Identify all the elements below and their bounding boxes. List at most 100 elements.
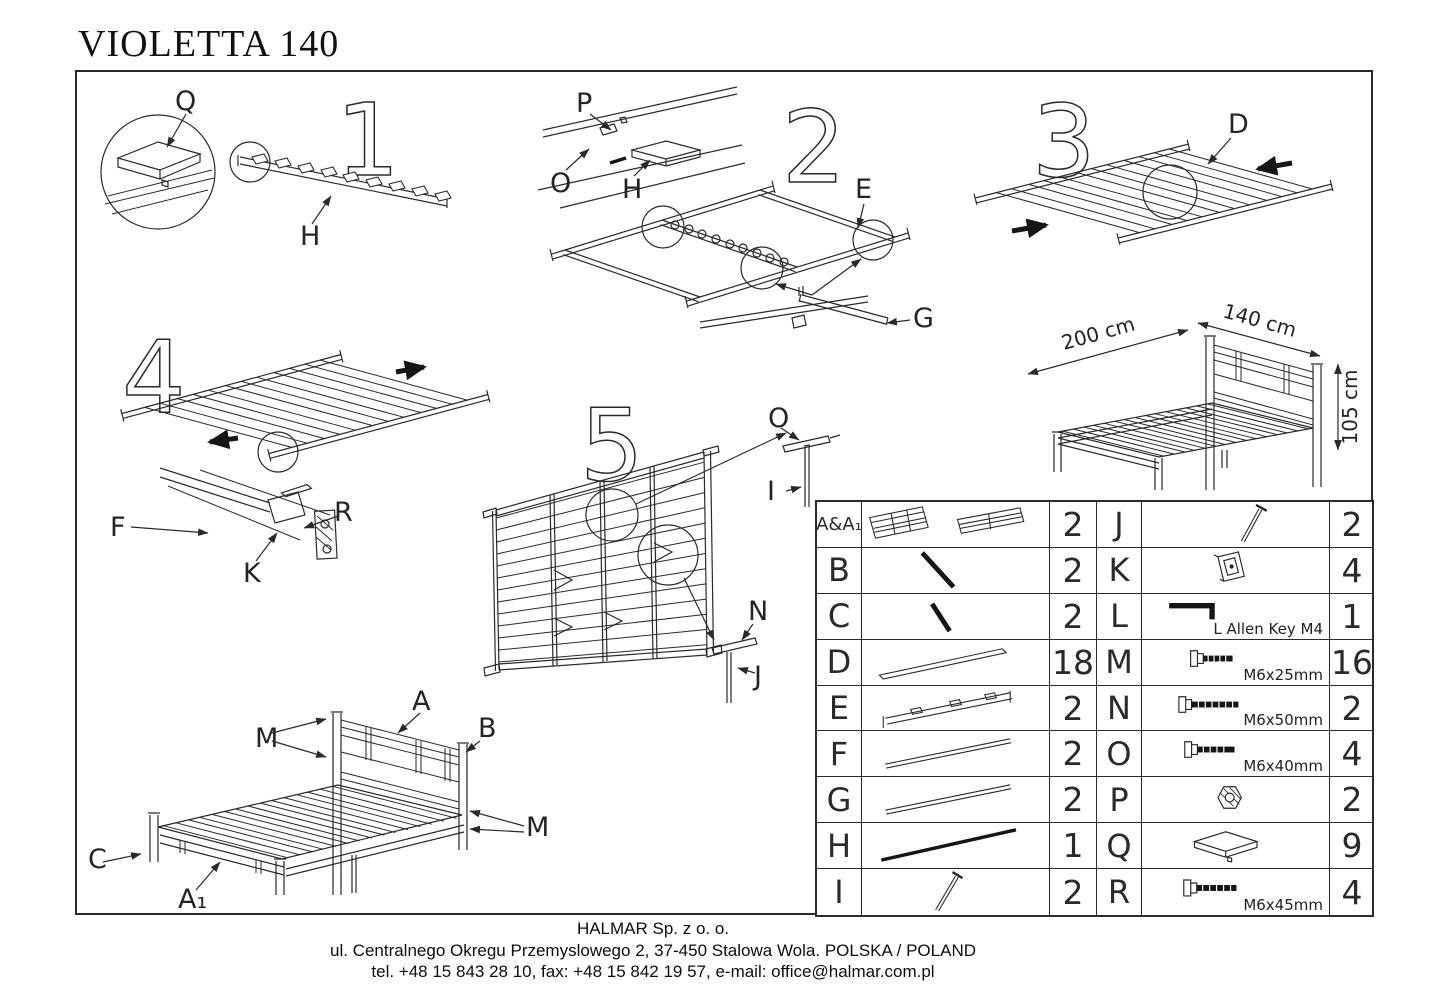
table-cell-image (1142, 823, 1330, 870)
callout-p: P (576, 88, 592, 119)
table-cell-image: M6x45mm (1142, 869, 1330, 916)
part-qty: 2 (1050, 777, 1097, 824)
step-4-diagram: 4 F K R (110, 318, 491, 589)
part-letter: P (1097, 777, 1142, 824)
callout-m-right: M (526, 812, 549, 843)
long-pin-icon (935, 871, 964, 912)
callout-r: R (334, 497, 353, 528)
manufacturer-name: HALMAR Sp. z o. o. (576, 919, 730, 938)
width-dim-label: 140 cm (1221, 299, 1300, 342)
part-letter: D (817, 639, 862, 686)
long-bolt-icon (1240, 503, 1268, 543)
bolt-icon (1183, 879, 1237, 897)
bolt-icon (1190, 649, 1233, 667)
part-note: M6x40mm (1243, 757, 1323, 776)
part-letter: Q (1097, 823, 1142, 870)
callout-a1: A₁ (178, 884, 207, 915)
part-letter: H (817, 823, 862, 870)
callout-b: B (478, 713, 497, 744)
table-cell-image (862, 823, 1050, 870)
part-letter: E (817, 685, 862, 732)
table-cell-image: M6x25mm (1142, 639, 1330, 686)
slat-icon (878, 647, 1008, 680)
part-note: M6x45mm (1243, 896, 1323, 915)
magnifier-circle (257, 431, 299, 473)
part-qty: 2 (1050, 731, 1097, 778)
part-letter: C (817, 593, 862, 640)
manufacturer-address: ul. Centralnego Okregu Przemyslowego 2, … (329, 940, 976, 960)
callout-o: O (768, 403, 789, 434)
part-note: M6x50mm (1243, 711, 1323, 730)
step-5-diagram: 5 O I N J (482, 386, 841, 703)
magnifier-circle (229, 141, 271, 183)
table-cell-image (1142, 547, 1330, 594)
callout-a: A (412, 686, 431, 717)
magnifier-circle (585, 488, 639, 542)
part-qty: 9 (1330, 823, 1374, 870)
parts-table: A&A₁ 2 J 2 B 2 K 4 C 2 L (815, 500, 1374, 918)
part-qty: 2 (1330, 777, 1374, 824)
part-qty: 1 (1050, 823, 1097, 870)
callout-k: K (243, 558, 262, 589)
manufacturer-footer: HALMAR Sp. z o. o. ul. Centralnego Okreg… (0, 918, 1306, 983)
allen-key-icon (1169, 602, 1215, 620)
step-number: 4 (122, 319, 186, 436)
part-letter: K (1097, 547, 1142, 594)
bracket-plate-icon (1213, 551, 1245, 582)
callout-i: I (767, 476, 775, 507)
part-letter: I (817, 869, 862, 916)
table-cell-image (1142, 502, 1330, 548)
part-qty: 4 (1330, 548, 1374, 594)
part-letter: A&A₁ (817, 502, 862, 548)
part-qty: 18 (1050, 639, 1097, 686)
magnifier-circle (637, 524, 699, 586)
table-cell-image (862, 685, 1050, 732)
final-assembly-diagram: M A B M C A₁ (88, 686, 549, 915)
magnifier-circle (1142, 164, 1198, 220)
part-letter: F (817, 731, 862, 778)
part-qty: 2 (1330, 686, 1374, 732)
dark-rod-icon (880, 828, 1017, 862)
table-cell-image (862, 502, 1050, 548)
height-dim-label: 105 cm (1338, 369, 1362, 444)
part-qty: 2 (1050, 547, 1097, 594)
callout-d: D (1228, 109, 1249, 140)
part-letter: O (1097, 731, 1142, 778)
part-letter: R (1097, 869, 1142, 916)
width-dim-arrow (1197, 321, 1321, 358)
slide-arrow (395, 360, 427, 381)
bolt-icon (1184, 741, 1235, 759)
table-cell-image (862, 639, 1050, 686)
step-number: 5 (580, 387, 644, 504)
part-qty: 4 (1330, 731, 1374, 778)
table-cell-image (862, 869, 1050, 916)
magnifier-circle (100, 114, 216, 230)
part-letter: G (817, 777, 862, 824)
part-letter: B (817, 547, 862, 594)
table-cell-image: L Allen Key M4 (1142, 593, 1330, 640)
part-letter: N (1097, 685, 1142, 732)
manufacturer-contact: tel. +48 15 843 28 10, fax: +48 15 842 1… (371, 962, 935, 981)
callout-h: H (622, 174, 642, 205)
short-rod-icon (930, 602, 952, 633)
thin-rail-icon (885, 738, 1012, 770)
table-cell-image: M6x50mm (1142, 685, 1330, 732)
part-qty: 2 (1050, 593, 1097, 640)
callout-f: F (110, 512, 126, 543)
bed-dimensions-diagram: 200 cm 140 cm 105 cm (1027, 299, 1362, 490)
panel-frames-icon (868, 506, 1025, 539)
step-1-diagram: 1 Q H (100, 81, 452, 252)
step-number: 2 (782, 89, 846, 206)
length-dim-arrow (1027, 328, 1189, 376)
slide-arrow (1255, 155, 1293, 176)
part-note: L Allen Key M4 (1213, 619, 1323, 638)
step-2-diagram: 2 P O H E (537, 86, 934, 334)
part-note: M6x25mm (1243, 665, 1323, 684)
hook-rail-icon (882, 690, 1013, 728)
part-qty: 2 (1330, 502, 1374, 548)
table-cell-image (862, 547, 1050, 594)
part-qty: 2 (1050, 869, 1097, 916)
table-cell-image: M6x40mm (1142, 731, 1330, 778)
part-letter: L (1097, 593, 1142, 640)
